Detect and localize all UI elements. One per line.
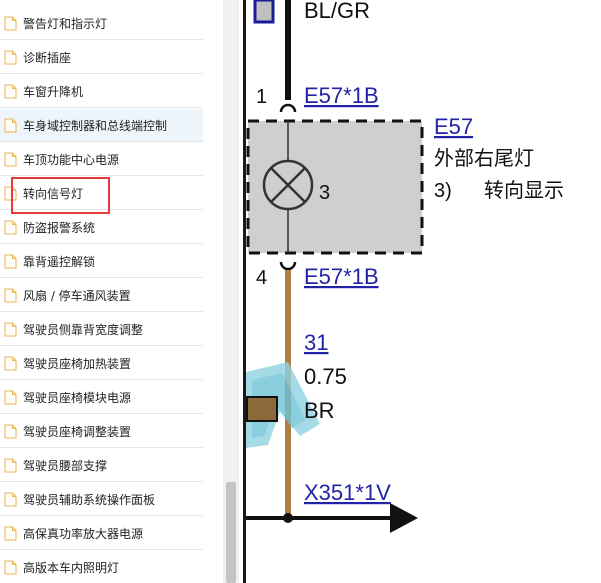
pin-4-hook (279, 261, 297, 271)
document-icon (4, 458, 17, 472)
lamp-pin-number: 3 (319, 182, 330, 204)
sidebar-item-9[interactable]: 风扇 / 停车通风装置 (0, 279, 203, 312)
document-icon (4, 356, 17, 370)
arrow-right-icon (390, 503, 418, 533)
document-icon (4, 152, 17, 166)
wire-top-label: BL/GR (304, 0, 370, 23)
component-box-e57[interactable] (246, 119, 424, 255)
pin-bottom-number: 4 (256, 267, 267, 289)
sidebar-item-14[interactable]: 驾驶员腰部支撑 (0, 449, 203, 482)
wire-bl-gr (285, 0, 291, 100)
sidebar-item-label: 高保真功率放大器电源 (23, 526, 144, 541)
sidebar-item-15[interactable]: 驾驶员辅助系统操作面板 (0, 483, 203, 516)
ground-connector-link[interactable]: X351*1V (304, 480, 391, 505)
wire-color: BR (304, 398, 335, 423)
pin-1-hook (279, 103, 297, 113)
document-icon (4, 424, 17, 438)
sidebar-item-label: 车顶功能中心电源 (23, 152, 120, 167)
sidebar-item-label: 防盗报警系统 (23, 220, 96, 235)
document-icon (4, 390, 17, 404)
sidebar-item-1[interactable]: 警告灯和指示灯 (0, 7, 203, 40)
document-icon (4, 50, 17, 64)
sidebar-item-3[interactable]: 车窗升降机 (0, 75, 203, 108)
sidebar-item-label: 车身域控制器和总线端控制 (23, 118, 168, 133)
document-icon (4, 526, 17, 540)
wiring-diagram: BL/GR 1 E57*1B E57 外部右尾灯 3) 转向显示 3 4 E57… (246, 0, 601, 583)
sidebar-nav: 警告灯和指示灯诊断插座车窗升降机车身域控制器和总线端控制车顶功能中心电源转向信号… (0, 0, 203, 583)
connector-bottom-link[interactable]: E57*1B (304, 264, 379, 289)
sidebar-item-label: 警告灯和指示灯 (23, 16, 108, 31)
sidebar-item-label: 驾驶员座椅加热装置 (23, 356, 132, 371)
document-icon (4, 186, 17, 200)
sidebar-item-5[interactable]: 车顶功能中心电源 (0, 143, 203, 176)
document-icon (4, 220, 17, 234)
wire-connector-block (246, 396, 278, 422)
top-terminal-block (253, 0, 275, 24)
pin-top-number: 1 (256, 86, 267, 108)
sidebar-item-6[interactable]: 转向信号灯 (0, 177, 203, 210)
component-id-link[interactable]: E57 (434, 114, 473, 139)
sidebar-item-4[interactable]: 车身域控制器和总线端控制 (0, 109, 203, 142)
lamp-icon (262, 159, 314, 211)
document-icon (4, 118, 17, 132)
component-name: 外部右尾灯 (434, 146, 534, 170)
document-icon (4, 322, 17, 336)
sidebar-item-label: 风扇 / 停车通风装置 (23, 288, 131, 303)
wire-ref-link[interactable]: 31 (304, 330, 328, 355)
document-icon (4, 84, 17, 98)
sidebar-item-16[interactable]: 高保真功率放大器电源 (0, 517, 203, 550)
document-icon (4, 560, 17, 574)
sidebar-item-label: 车窗升降机 (23, 84, 84, 99)
sidebar-item-label: 转向信号灯 (23, 186, 84, 201)
sidebar-item-2[interactable]: 诊断插座 (0, 41, 203, 74)
sidebar-item-8[interactable]: 靠背遥控解锁 (0, 245, 203, 278)
pane-divider[interactable] (243, 0, 246, 583)
sidebar-item-label: 驾驶员座椅模块电源 (23, 390, 132, 405)
document-icon (4, 16, 17, 30)
sidebar-item-11[interactable]: 驾驶员座椅加热装置 (0, 347, 203, 380)
connector-top-link[interactable]: E57*1B (304, 83, 379, 108)
note-number: 3) (434, 180, 452, 202)
sidebar-item-label: 驾驶员侧靠背宽度调整 (23, 322, 144, 337)
sidebar-item-10[interactable]: 驾驶员侧靠背宽度调整 (0, 313, 203, 346)
sidebar-item-label: 驾驶员辅助系统操作面板 (23, 492, 156, 507)
scrollbar-thumb[interactable] (226, 482, 236, 583)
document-icon (4, 254, 17, 268)
sidebar-item-13[interactable]: 驾驶员座椅调整装置 (0, 415, 203, 448)
sidebar-item-label: 高版本车内照明灯 (23, 560, 120, 575)
wire-size: 0.75 (304, 364, 347, 389)
sidebar-item-label: 驾驶员腰部支撑 (23, 458, 108, 473)
sidebar-scrollbar[interactable] (223, 0, 239, 583)
sidebar-item-label: 靠背遥控解锁 (23, 254, 96, 269)
document-icon (4, 492, 17, 506)
document-icon (4, 288, 17, 302)
sidebar-item-label: 诊断插座 (23, 50, 72, 65)
sidebar-item-17[interactable]: 高版本车内照明灯 (0, 551, 203, 583)
sidebar-item-12[interactable]: 驾驶员座椅模块电源 (0, 381, 203, 414)
note-text: 转向显示 (484, 178, 564, 202)
sidebar-item-7[interactable]: 防盗报警系统 (0, 211, 203, 244)
sidebar-item-label: 驾驶员座椅调整装置 (23, 424, 132, 439)
